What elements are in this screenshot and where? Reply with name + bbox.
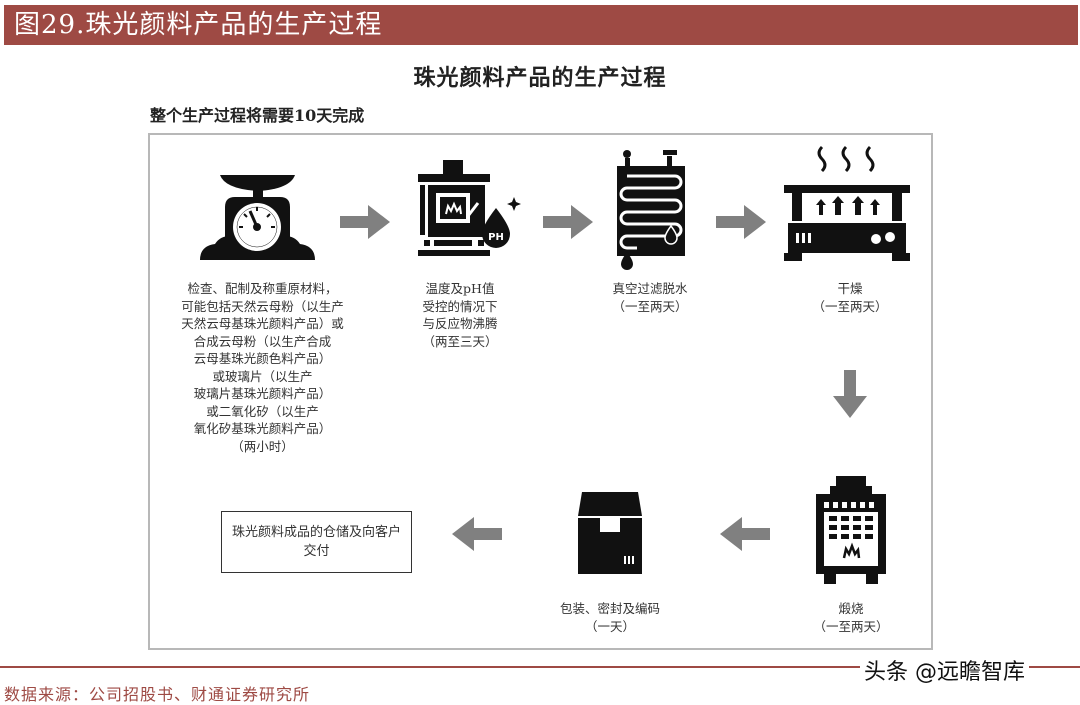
final-step-label: 珠光颜料成品的仓储及向客户交付 (232, 525, 402, 559)
step-caption-packaging: 包装、密封及编码 （一天） (559, 601, 660, 634)
figure-header-bar: 图29.珠光颜料产品的生产过程 (4, 5, 1078, 45)
arrow-left-icon (452, 517, 502, 551)
kiln-icon (816, 476, 886, 584)
source-note: 数据来源：公司招股书、财通证券研究所 (4, 685, 311, 704)
arrow-down-icon (833, 370, 867, 418)
step-caption-raw-materials: 检查、配制及称重原材料， 可能包括天然云母粉（以生产 天然云母基珠光颜料产品）或… (181, 281, 344, 454)
final-step-box: 珠光颜料成品的仓储及向客户交付 (221, 511, 412, 573)
diagram-subtitle: 整个生产过程将需要10天完成 (150, 106, 365, 125)
scale-icon (200, 175, 315, 260)
step-caption-reaction: 温度及pH值 受控的情况下 与反应物沸腾 （两至三天） (422, 281, 498, 349)
step-caption-drying: 干燥 （一至两天） (812, 281, 888, 314)
arrow-right-icon (716, 205, 766, 239)
step-caption-filtration: 真空过滤脱水 （一至两天） (612, 281, 688, 314)
watermark: 头条 @远瞻智库 (860, 654, 1029, 686)
package-box-icon (578, 492, 642, 574)
footer-divider (0, 666, 1080, 668)
arrow-right-icon (340, 205, 390, 239)
arrow-right-icon (543, 205, 593, 239)
diagram-title: 珠光颜料产品的生产过程 (413, 65, 667, 91)
arrow-left-icon (720, 517, 770, 551)
step-caption-calcination: 煅烧 （一至两天） (813, 601, 889, 634)
dryer-icon (784, 145, 910, 261)
diagram-frame (148, 133, 933, 650)
svg-text:PH: PH (488, 232, 504, 243)
vacuum-filter-icon (617, 150, 685, 270)
reactor-ph-icon: PH (418, 160, 521, 256)
figure-header-title: 图29.珠光颜料产品的生产过程 (14, 10, 383, 40)
